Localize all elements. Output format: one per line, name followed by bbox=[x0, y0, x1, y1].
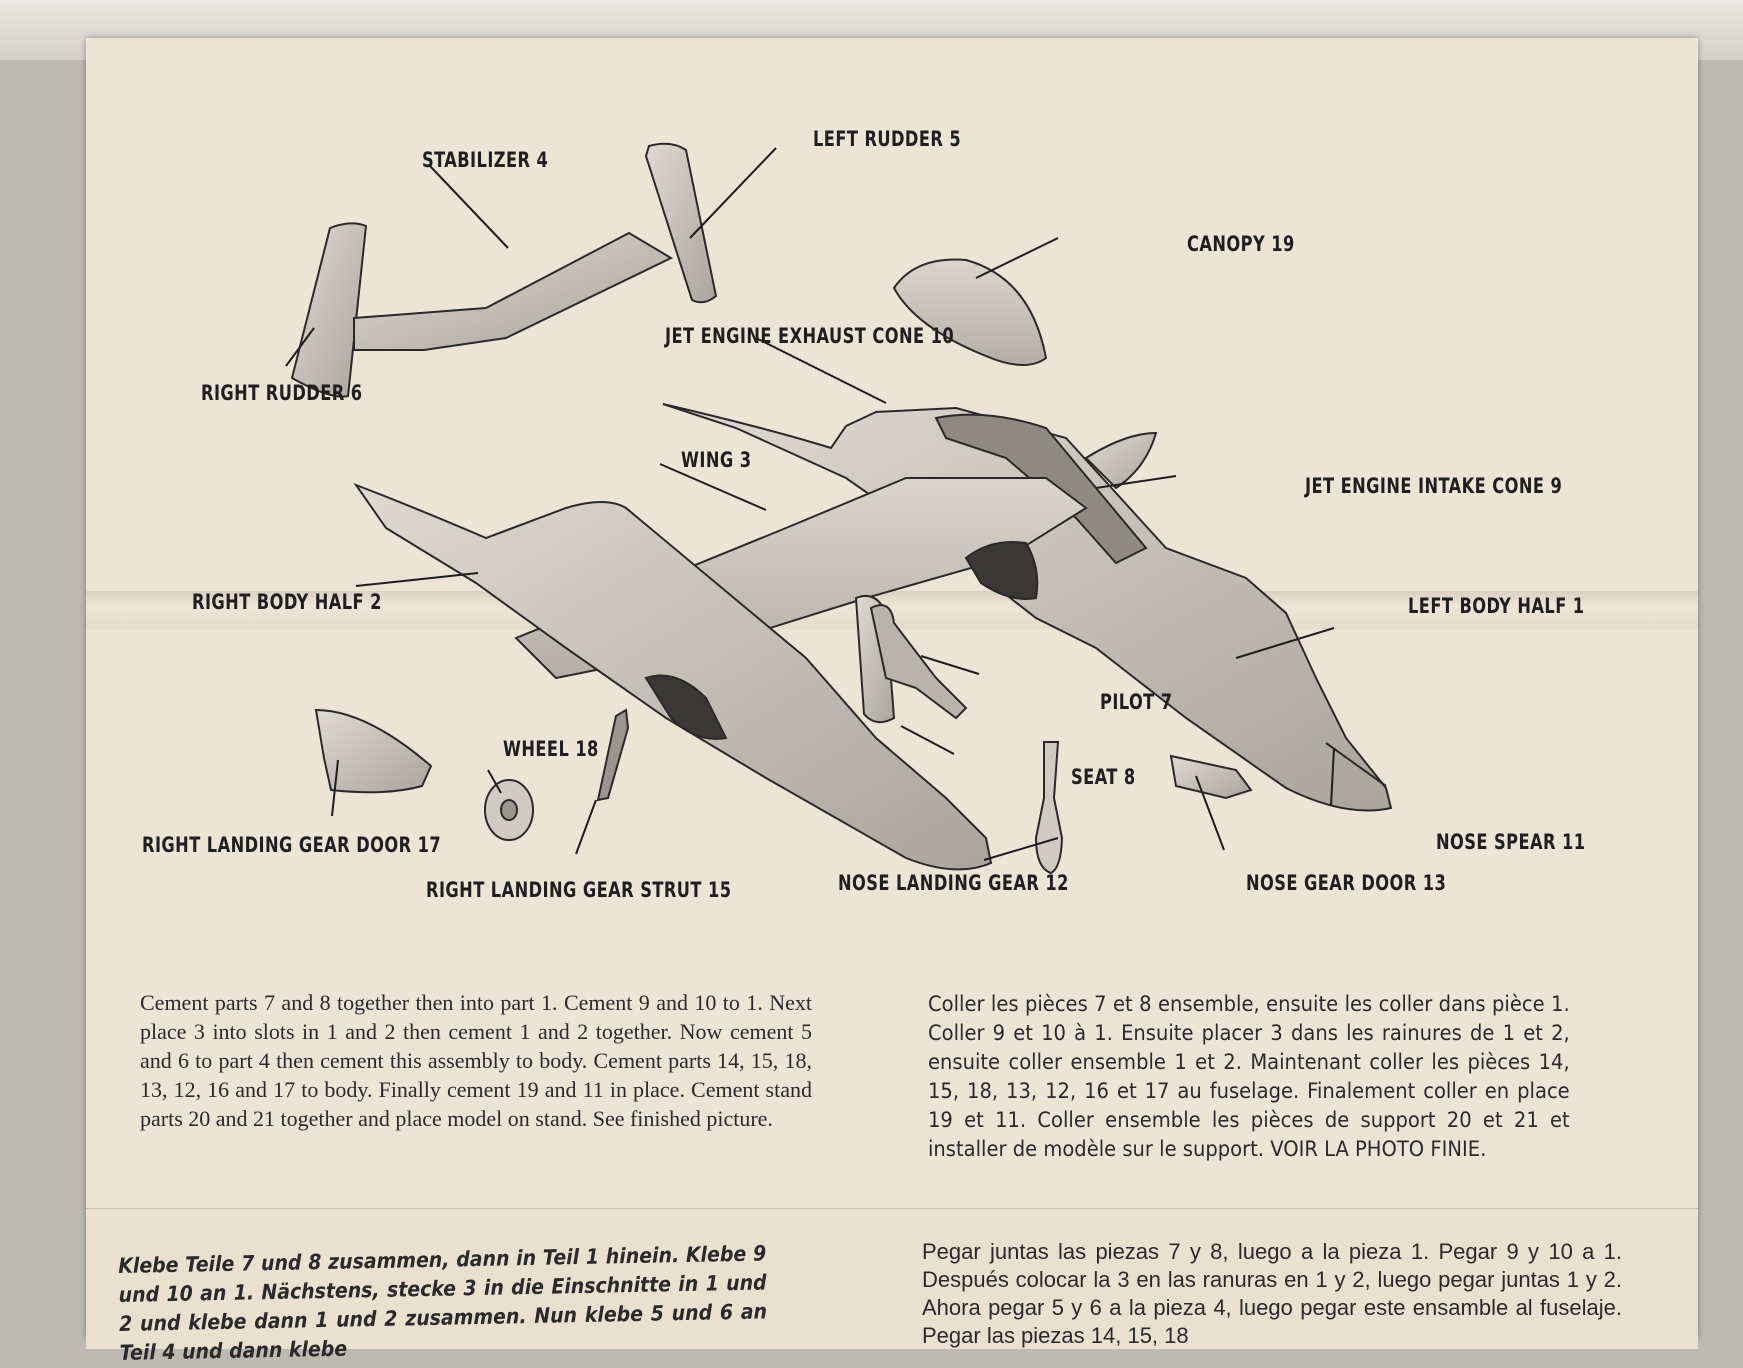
nose-gear-door-part bbox=[1169, 754, 1253, 800]
instructions-german: Klebe Teile 7 und 8 zusammen, dann in Te… bbox=[118, 1241, 768, 1365]
exploded-parts-diagram bbox=[285, 142, 1393, 875]
label-right-gear-strut: RIGHT LANDING GEAR STRUT 15 bbox=[426, 878, 732, 902]
instructions-english: Cement parts 7 and 8 together then into … bbox=[140, 990, 812, 1131]
label-nose-spear: NOSE SPEAR 11 bbox=[1436, 830, 1586, 854]
tail-fin-part bbox=[1084, 431, 1158, 490]
stabilizer-part bbox=[353, 231, 674, 351]
intake-opening bbox=[964, 541, 1039, 600]
label-right-body-half: RIGHT BODY HALF 2 bbox=[192, 590, 382, 614]
leader-lines bbox=[285, 147, 1335, 861]
gear-well bbox=[644, 674, 728, 740]
label-left-rudder: LEFT RUDDER 5 bbox=[813, 127, 962, 151]
instructions-spanish: Pegar juntas las piezas 7 y 8, luego a l… bbox=[922, 1239, 1622, 1348]
label-intake-cone: JET ENGINE INTAKE CONE 9 bbox=[1305, 474, 1563, 498]
label-left-body-half: LEFT BODY HALF 1 bbox=[1408, 594, 1585, 618]
label-nose-landing-gear: NOSE LANDING GEAR 12 bbox=[838, 871, 1069, 895]
right-gear-door-part bbox=[314, 708, 433, 794]
instructions-french: Coller les pièces 7 et 8 ensemble, ensui… bbox=[928, 992, 1570, 1161]
left-body-half-part bbox=[662, 403, 1393, 812]
label-seat: SEAT 8 bbox=[1071, 765, 1136, 789]
lower-sheet bbox=[86, 1208, 1698, 1349]
right-rudder-part bbox=[290, 222, 368, 398]
nose-gear-part bbox=[1034, 741, 1064, 875]
pilot-part bbox=[869, 604, 968, 720]
instruction-sheet: STABILIZER 4 LEFT RUDDER 5 CANOPY 19 RIG… bbox=[86, 38, 1698, 1349]
label-exhaust-cone: JET ENGINE EXHAUST CONE 10 bbox=[665, 324, 955, 348]
canopy-part bbox=[892, 258, 1048, 367]
label-right-gear-door: RIGHT LANDING GEAR DOOR 17 bbox=[142, 833, 442, 857]
label-canopy: CANOPY 19 bbox=[1187, 232, 1295, 256]
label-stabilizer: STABILIZER 4 bbox=[422, 148, 549, 172]
left-body-inner bbox=[934, 413, 1148, 565]
left-rudder-part bbox=[644, 142, 718, 304]
label-right-rudder: RIGHT RUDDER 6 bbox=[201, 381, 363, 405]
label-nose-gear-door: NOSE GEAR DOOR 13 bbox=[1246, 871, 1447, 895]
label-pilot: PILOT 7 bbox=[1100, 690, 1173, 714]
label-wheel: WHEEL 18 bbox=[503, 737, 599, 761]
gear-strut-part bbox=[596, 708, 630, 802]
label-wing: WING 3 bbox=[681, 448, 752, 472]
nose-spear-part bbox=[1325, 742, 1387, 787]
